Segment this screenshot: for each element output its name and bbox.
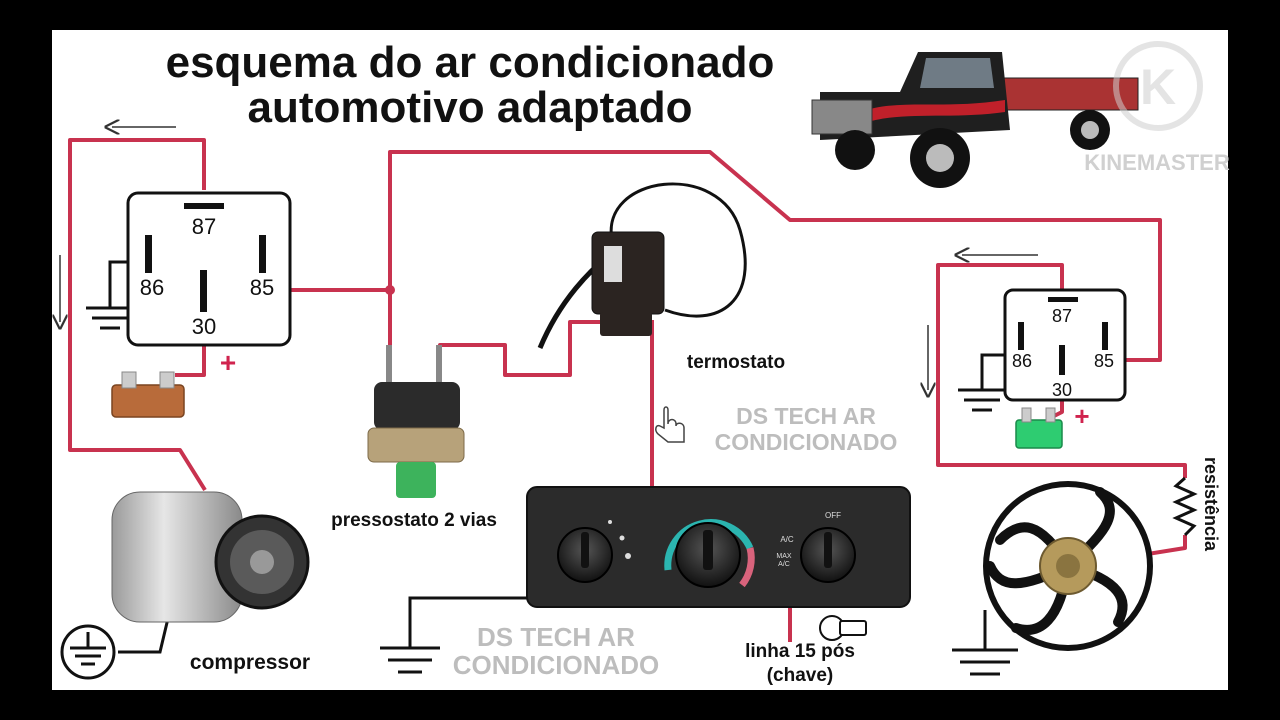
kinemaster-watermark: KINEMASTER	[1084, 150, 1230, 175]
relay-right: 87 86 85 30	[1003, 288, 1127, 402]
relay-right-pin-30: 30	[1052, 380, 1072, 400]
kinemaster-logo-icon: K	[1113, 41, 1203, 131]
title-line-1: esquema do ar condicionado	[166, 38, 775, 87]
relay-left: 87 86 85 30	[126, 191, 292, 347]
fuse-left-icon	[111, 371, 185, 418]
watermark-bottom-1: DS TECH AR	[477, 622, 635, 652]
pressostato-icon	[367, 345, 465, 498]
panel-max-ac-2: A/C	[778, 561, 790, 568]
compressor-icon	[111, 491, 310, 623]
label-linha15-2: (chave)	[767, 665, 834, 686]
relay-left-pin-86: 86	[140, 275, 164, 300]
fan-icon	[983, 481, 1153, 651]
resistor-icon	[1172, 476, 1198, 537]
label-resistencia: resistência	[1201, 457, 1221, 552]
label-compressor: compressor	[190, 651, 310, 674]
title-line-2: automotivo adaptado	[248, 83, 693, 132]
truck-icon	[811, 52, 1139, 188]
compressor-ground-icon	[60, 624, 116, 680]
thermostat-icon	[537, 182, 747, 349]
relay-left-pin-87: 87	[192, 214, 216, 239]
direction-arrows	[60, 127, 1038, 390]
hand-cursor-icon	[655, 406, 685, 443]
label-termostato: termostato	[687, 352, 785, 373]
relay-right-pin-86: 86	[1012, 351, 1032, 371]
label-linha15-1: linha 15 pós	[745, 641, 855, 662]
relay-left-pin-30: 30	[192, 314, 216, 339]
svg-text:K: K	[1140, 59, 1176, 115]
panel-off: OFF	[825, 511, 841, 520]
wire-junction	[385, 285, 395, 295]
relay-right-pin-87: 87	[1052, 306, 1072, 326]
ground-wires	[86, 260, 1018, 676]
watermark-mid-2: CONDICIONADO	[715, 429, 898, 455]
relay-right-pin-85: 85	[1094, 351, 1114, 371]
watermark-bottom-2: CONDICIONADO	[453, 650, 660, 680]
relay-right-plus: +	[1074, 401, 1089, 431]
panel-max-ac-1: MAX	[776, 553, 792, 560]
label-pressostato: pressostato 2 vias	[331, 510, 497, 531]
ac-control-panel: OFF A/C MAX A/C	[526, 486, 911, 608]
wires	[68, 138, 1187, 642]
relay-left-plus: +	[220, 347, 236, 378]
relay-left-pin-85: 85	[250, 275, 274, 300]
watermark-mid-1: DS TECH AR	[736, 403, 876, 429]
panel-ac: A/C	[780, 535, 794, 544]
fuse-right-icon	[1015, 407, 1063, 449]
key-icon	[819, 615, 867, 641]
